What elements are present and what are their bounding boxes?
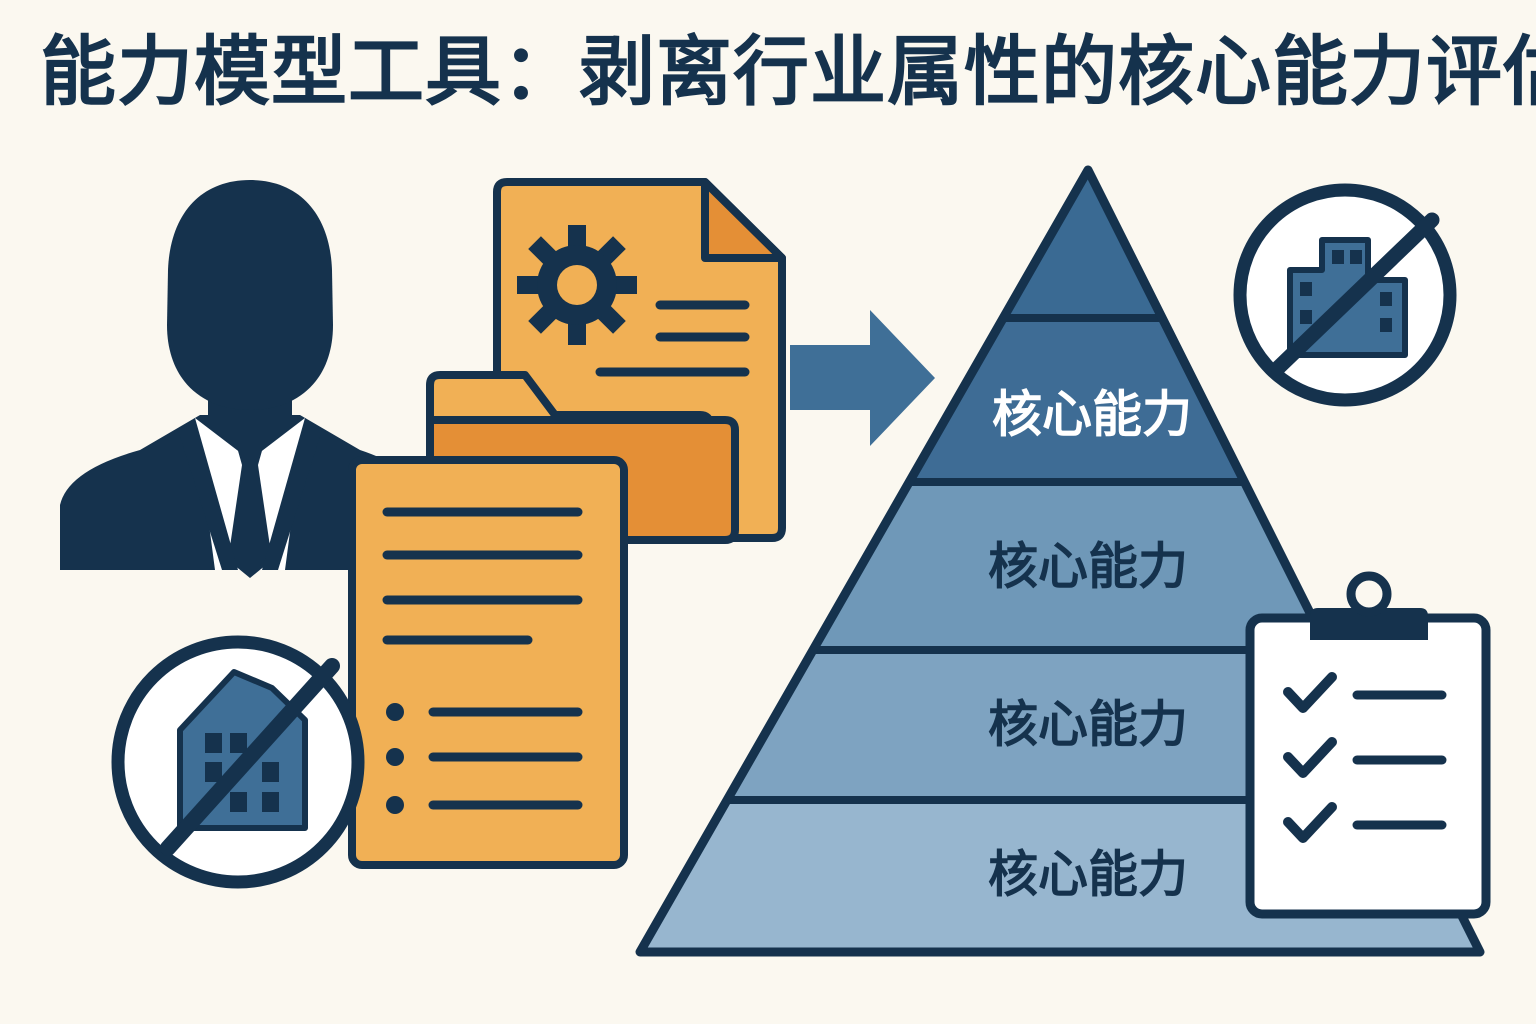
window [1332, 250, 1344, 264]
window [262, 792, 279, 812]
person-lapel-right [262, 418, 322, 570]
bullet-dot [386, 796, 404, 814]
checklist-items [1283, 672, 1447, 843]
pyramid-tier-3 [727, 650, 1404, 800]
gear-tooth [517, 276, 541, 294]
person-head [167, 180, 333, 410]
person-silhouette-icon [60, 180, 430, 578]
window [230, 792, 247, 812]
prohibition-slash [160, 658, 340, 856]
gear-tooth [568, 321, 586, 345]
no-industry-building-icon-right [1233, 183, 1457, 407]
gear-document-fold [701, 178, 786, 262]
gear-document-lines [595, 300, 750, 377]
tier-label-2: 核心能力 [988, 538, 1188, 596]
window [1350, 250, 1362, 264]
clipboard-clip [1310, 608, 1428, 640]
pyramid-tier-2 [813, 482, 1329, 650]
check-mark-icon [1283, 737, 1337, 778]
tier-label-3: 核心能力 [988, 696, 1188, 754]
tier-label-4: 核心能力 [988, 846, 1188, 904]
bullet-dot [386, 748, 404, 766]
window [1380, 292, 1392, 306]
checklist-clipboard-icon [1245, 571, 1491, 919]
pyramid-tier-0 [1003, 170, 1163, 318]
gear-hole [557, 265, 597, 305]
window [1300, 310, 1312, 324]
window [205, 762, 222, 782]
gear-tooth [613, 276, 637, 294]
pyramid-outline [635, 165, 1485, 957]
no-industry-building-icon-left [111, 635, 365, 889]
gear-icon [517, 225, 637, 345]
prohibition-slash [1270, 212, 1440, 376]
window [1380, 318, 1392, 332]
list-document-icon [348, 456, 628, 869]
clipboard-ring [1346, 571, 1392, 617]
arrow-right-icon [790, 310, 935, 446]
clipboard-board [1245, 613, 1491, 919]
list-document-page [348, 456, 628, 869]
list-document-lines [382, 507, 583, 814]
person-lapel-left [178, 418, 238, 570]
check-mark-icon [1283, 672, 1337, 713]
building-windows [205, 733, 279, 812]
bullet-dot [386, 703, 404, 721]
window [262, 762, 279, 782]
pyramid-tier-1 [909, 318, 1245, 482]
tier-label-1: 核心能力 [992, 386, 1192, 444]
page-title: 能力模型工具：剥离行业属性的核心能力评估 [40, 27, 1536, 116]
check-mark-icon [1283, 802, 1337, 843]
gear-tooth [568, 225, 586, 249]
window [205, 733, 222, 753]
window [230, 733, 247, 753]
window [1300, 282, 1312, 296]
person-tie [228, 440, 272, 578]
building-windows [1300, 250, 1392, 332]
